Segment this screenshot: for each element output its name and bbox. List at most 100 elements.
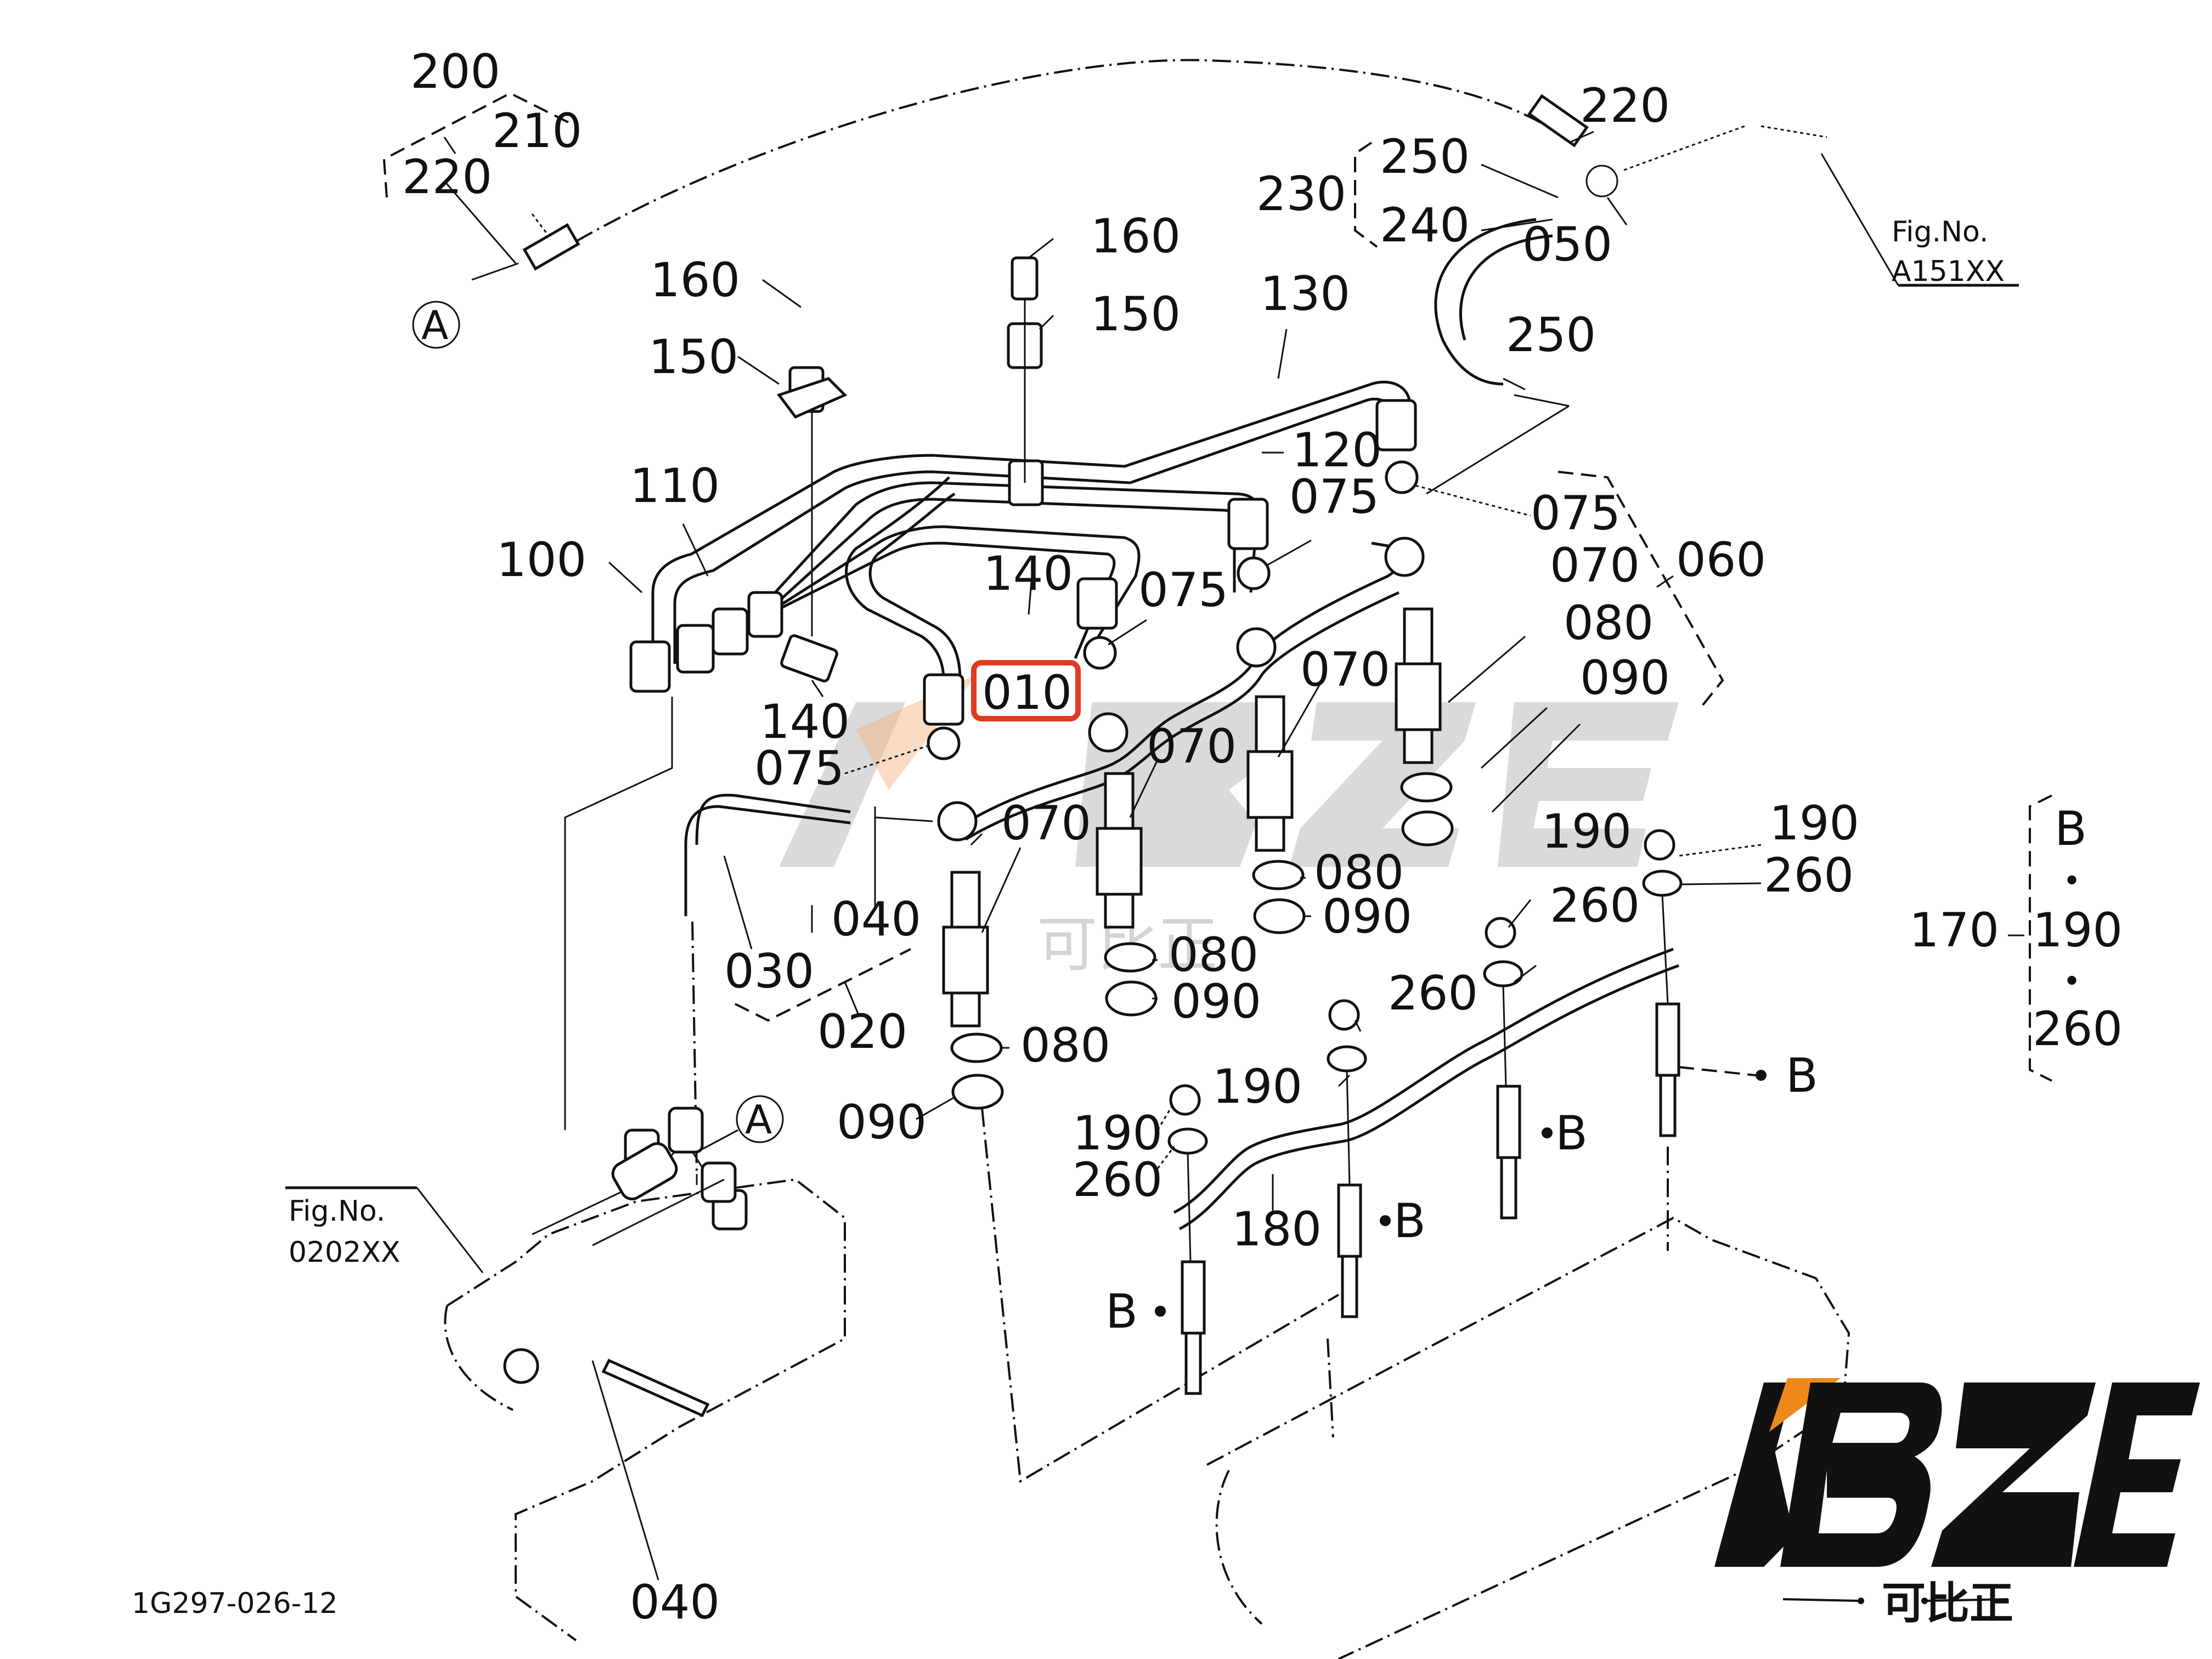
pipe-nut bbox=[923, 673, 964, 726]
callout-030: 030 bbox=[724, 944, 814, 999]
callout-075: 075 bbox=[754, 741, 844, 796]
callout-140: 140 bbox=[983, 546, 1073, 601]
fig-ref-label: Fig.No. bbox=[1892, 216, 1988, 249]
nut-075 bbox=[1237, 556, 1271, 590]
kit-170-item: 260 bbox=[2033, 1002, 2123, 1057]
fig-ref-number: 0202XX bbox=[289, 1236, 400, 1269]
logo-rule-dot bbox=[1921, 1598, 1928, 1604]
nut-190 bbox=[1644, 829, 1675, 861]
seal-090 bbox=[1253, 898, 1306, 934]
callout-190: 190 bbox=[1073, 1106, 1163, 1161]
callout-020: 020 bbox=[817, 1005, 907, 1059]
nut-190 bbox=[1169, 1084, 1201, 1116]
marker-b: B bbox=[1786, 1048, 1818, 1103]
callout-220: 220 bbox=[402, 150, 492, 205]
callout-150: 150 bbox=[1091, 287, 1181, 342]
hose-clip-end bbox=[1527, 94, 1589, 148]
seal-090 bbox=[1105, 980, 1158, 1017]
pipe-nut bbox=[747, 591, 783, 638]
pump-solenoid bbox=[611, 1142, 678, 1200]
pump-fitting bbox=[503, 1348, 539, 1384]
callout-190: 190 bbox=[1769, 796, 1859, 851]
logo-rule-dot bbox=[1858, 1598, 1864, 1604]
washer-080 bbox=[1104, 942, 1156, 973]
callout-075: 075 bbox=[1531, 486, 1621, 541]
marker-b: B bbox=[1555, 1106, 1588, 1161]
injector bbox=[1246, 695, 1306, 934]
marker-a-top: A bbox=[412, 301, 460, 349]
pump-outlet bbox=[668, 1107, 704, 1154]
callout-130: 130 bbox=[1260, 267, 1350, 321]
callout-090: 090 bbox=[1580, 651, 1670, 706]
callout-090: 090 bbox=[837, 1095, 927, 1150]
logo-rule-left bbox=[1782, 1598, 1860, 1602]
logo-k-leg bbox=[1745, 1438, 1794, 1567]
callout-160: 160 bbox=[650, 253, 740, 308]
banjo-fitting bbox=[937, 801, 978, 842]
callout-210: 210 bbox=[492, 104, 582, 159]
nut-075 bbox=[1083, 636, 1117, 670]
glow-plug bbox=[1655, 1002, 1680, 1137]
kit-230-bracket bbox=[1354, 125, 2019, 495]
fuel-return-cable bbox=[382, 59, 1589, 281]
injection-pipes bbox=[564, 256, 1417, 1130]
banjo-fitting bbox=[1236, 627, 1277, 668]
nut-075 bbox=[1385, 460, 1419, 494]
b-dot bbox=[1756, 1070, 1767, 1081]
watermark-e bbox=[1498, 702, 1679, 867]
highlight-box bbox=[971, 660, 1081, 721]
svg-text:A: A bbox=[421, 302, 448, 348]
logo-k-stem bbox=[1714, 1383, 1794, 1567]
hose-clip-start bbox=[522, 223, 580, 271]
washer-260 bbox=[1642, 870, 1683, 897]
washer-080 bbox=[950, 1032, 1003, 1063]
glow-plug bbox=[1337, 1183, 1362, 1318]
nut-190 bbox=[1328, 999, 1360, 1031]
callout-070: 070 bbox=[1001, 796, 1091, 851]
svg-text:A: A bbox=[745, 1097, 772, 1143]
callout-230: 230 bbox=[1256, 167, 1346, 222]
marker-b: B bbox=[1393, 1194, 1426, 1249]
callout-leaders bbox=[608, 238, 2052, 1169]
callout-080: 080 bbox=[1314, 845, 1404, 900]
kit-170-item: 190 bbox=[2033, 903, 2123, 958]
callout-240: 240 bbox=[1380, 198, 1470, 253]
banjo-fitting bbox=[1384, 537, 1425, 577]
pipe-nut bbox=[629, 640, 671, 693]
pipe-nut bbox=[1375, 399, 1417, 452]
kit-brackets bbox=[735, 471, 1724, 1022]
pipe-nut bbox=[1076, 577, 1118, 630]
callout-220: 220 bbox=[1580, 78, 1670, 133]
callout-080: 080 bbox=[1169, 928, 1259, 983]
glow-plug bbox=[1181, 1260, 1206, 1395]
highlighted-callout-010[interactable]: 010 bbox=[971, 660, 1081, 721]
seal-090 bbox=[951, 1074, 1004, 1110]
washer-080 bbox=[1252, 860, 1305, 890]
kbze-logo: 可比正 bbox=[1714, 1378, 2200, 1629]
injector bbox=[1395, 607, 1454, 847]
logo-e bbox=[2074, 1383, 2200, 1567]
kit-170-item: B bbox=[2055, 802, 2087, 856]
injector bbox=[1096, 772, 1158, 1017]
callout-260: 260 bbox=[1073, 1153, 1163, 1207]
callout-075: 075 bbox=[1289, 470, 1379, 524]
nut-190 bbox=[1485, 917, 1516, 949]
callout-labels: 200 210 220 220 230 250 240 050 250 160 … bbox=[132, 44, 2123, 1630]
pipe-nut bbox=[1227, 498, 1269, 550]
callout-120: 120 bbox=[1292, 423, 1382, 478]
callout-260: 260 bbox=[1550, 878, 1640, 933]
b-dot bbox=[1380, 1215, 1391, 1226]
injector bbox=[942, 871, 1340, 1483]
callout-110: 110 bbox=[630, 459, 720, 514]
callout-075: 075 bbox=[1138, 563, 1228, 618]
logo-cn-text: 可比正 bbox=[1882, 1578, 2013, 1629]
callout-250: 250 bbox=[1506, 308, 1596, 363]
b-dot bbox=[1155, 1306, 1166, 1317]
callout-190: 190 bbox=[1542, 804, 1632, 859]
banjo-fitting bbox=[1088, 712, 1128, 753]
callout-070: 070 bbox=[1147, 719, 1237, 774]
marker-b: B bbox=[1105, 1284, 1138, 1339]
glow-plug bbox=[1496, 1085, 1521, 1220]
callout-060: 060 bbox=[1676, 533, 1766, 588]
